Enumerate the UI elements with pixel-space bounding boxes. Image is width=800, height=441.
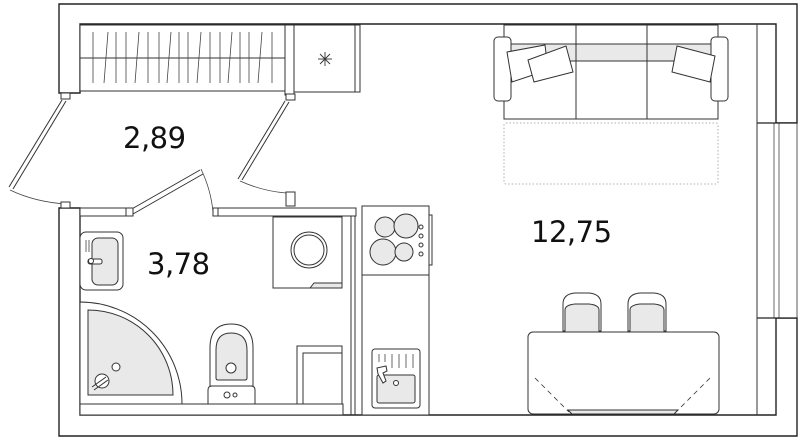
chair [562, 292, 602, 334]
room-area-living: 12,75 [531, 215, 612, 249]
asterisk-icon [318, 52, 332, 66]
rug [503, 122, 719, 185]
living-room-door[interactable] [237, 93, 296, 207]
entrance-door[interactable] [8, 92, 71, 209]
cabinet [296, 345, 343, 405]
bathroom-door[interactable] [125, 168, 219, 217]
hob [369, 213, 424, 266]
chair [627, 292, 667, 334]
corner-shower [79, 301, 183, 405]
sofa [493, 24, 729, 120]
storage-niche [293, 24, 361, 93]
washing-machine [272, 216, 343, 289]
room-area-bathroom: 3,78 [147, 247, 210, 281]
cushion [671, 45, 716, 83]
washbasin [79, 231, 124, 291]
cushion [527, 45, 574, 83]
dining-table [527, 331, 720, 415]
wardrobe [79, 24, 286, 92]
toilet [207, 323, 256, 405]
partition-post [284, 24, 295, 96]
kitchen-sink [371, 348, 421, 409]
room-area-hallway: 2,89 [123, 121, 186, 155]
window [756, 122, 798, 319]
